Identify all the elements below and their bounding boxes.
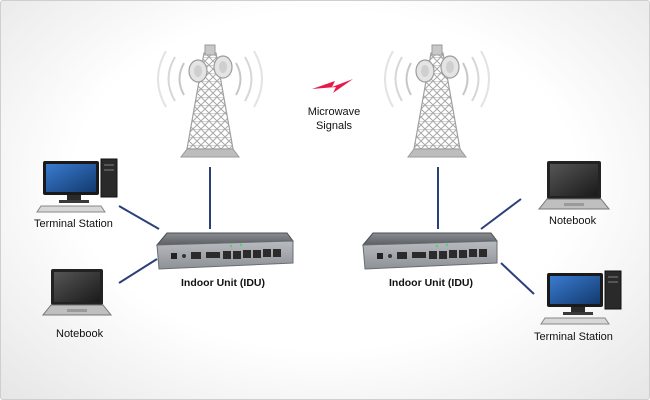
link-left-pc-idu: [118, 205, 160, 230]
link-right-notebook-idu: [480, 198, 522, 230]
left-tower-icon: [157, 44, 263, 158]
microwave-label-line1: Microwave: [307, 106, 361, 118]
right-terminal-station-label: Terminal Station: [534, 331, 613, 343]
microwave-bolt-icon: [312, 79, 353, 93]
link-left-notebook-idu: [118, 258, 158, 284]
left-notebook-icon: [41, 269, 113, 316]
link-right-pc-idu: [500, 262, 535, 295]
microwave-label-line2: Signals: [315, 120, 353, 132]
right-notebook-icon: [537, 161, 611, 210]
left-notebook-label: Notebook: [56, 328, 104, 340]
microwave-signals-label: Microwave Signals: [299, 105, 369, 133]
right-notebook-label: Notebook: [549, 215, 597, 227]
left-idu-label: Indoor Unit (IDU): [181, 277, 265, 289]
left-desktop-pc-icon: [36, 158, 118, 213]
link-lines: [118, 167, 535, 295]
right-idu-icon: [361, 232, 498, 270]
right-tower-icon: [384, 44, 490, 158]
left-terminal-station-label: Terminal Station: [34, 218, 113, 230]
right-idu-label: Indoor Unit (IDU): [389, 277, 473, 289]
right-desktop-pc-icon: [540, 270, 622, 325]
left-idu-icon: [155, 232, 294, 270]
